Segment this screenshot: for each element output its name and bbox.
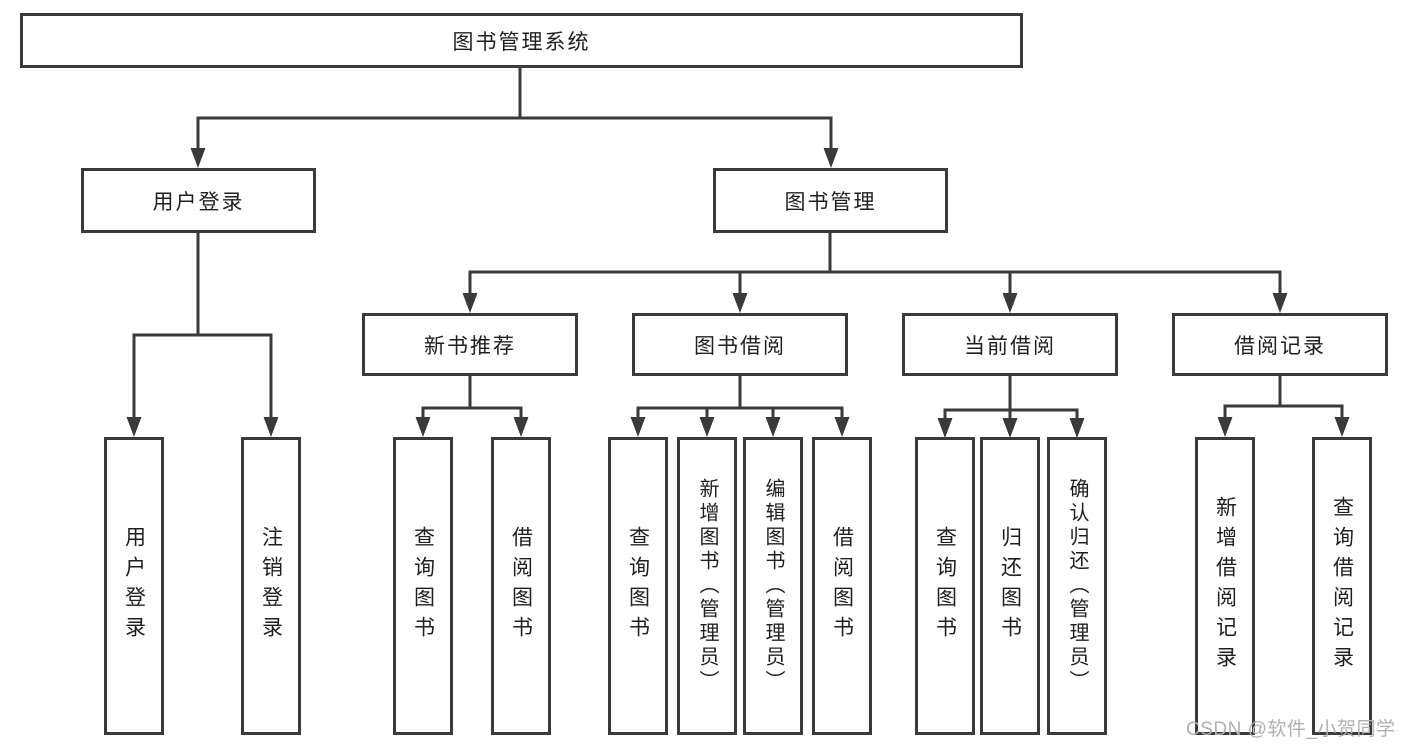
leaf-user-login: 用户登录 xyxy=(104,437,164,735)
leaf-current-confirm-admin: 确认归还（管理员） xyxy=(1047,437,1107,735)
leaf-newbooks-query-label: 查询图书 xyxy=(411,526,435,646)
connector-userlogin-to-leaves xyxy=(126,231,279,437)
connector-bookmgmt-to-level3 xyxy=(462,231,1288,313)
node-borrowing-records-label: 借阅记录 xyxy=(1234,334,1326,358)
leaf-newbooks-borrow-label: 借阅图书 xyxy=(509,526,533,646)
leaf-user-login-label: 用户登录 xyxy=(122,526,146,646)
leaf-logout: 注销登录 xyxy=(241,437,301,735)
leaf-current-confirm-admin-label: 确认归还（管理员） xyxy=(1066,478,1088,694)
leaf-current-query: 查询图书 xyxy=(915,437,975,735)
node-new-book-recommend: 新书推荐 xyxy=(362,313,578,376)
leaf-borrowing-borrow: 借阅图书 xyxy=(812,437,872,735)
node-user-login: 用户登录 xyxy=(81,168,316,233)
node-root-system: 图书管理系统 xyxy=(20,13,1023,68)
connector-root-to-level2 xyxy=(190,66,839,168)
node-user-login-label: 用户登录 xyxy=(152,190,245,214)
leaf-records-add: 新增借阅记录 xyxy=(1195,437,1255,735)
leaf-borrowing-query-label: 查询图书 xyxy=(626,526,650,646)
leaf-current-query-label: 查询图书 xyxy=(933,526,957,646)
leaf-records-add-label: 新增借阅记录 xyxy=(1213,496,1237,676)
node-current-borrowing-label: 当前借阅 xyxy=(964,334,1056,358)
leaf-newbooks-borrow: 借阅图书 xyxy=(491,437,551,735)
leaf-current-return: 归还图书 xyxy=(980,437,1040,735)
connector-newbooks-to-leaves xyxy=(415,374,529,437)
connector-borrowing-to-leaves xyxy=(630,374,850,437)
leaf-borrowing-borrow-label: 借阅图书 xyxy=(830,526,854,646)
leaf-newbooks-query: 查询图书 xyxy=(393,437,453,735)
node-book-management: 图书管理 xyxy=(713,168,948,233)
leaf-borrowing-add-admin-label: 新增图书（管理员） xyxy=(696,478,718,694)
leaf-borrowing-edit-admin-label: 编辑图书（管理员） xyxy=(762,478,784,694)
node-book-borrowing-label: 图书借阅 xyxy=(694,334,786,358)
node-current-borrowing: 当前借阅 xyxy=(902,313,1118,376)
node-root-system-label: 图书管理系统 xyxy=(452,30,591,54)
node-book-borrowing: 图书借阅 xyxy=(632,313,848,376)
csdn-watermark: CSDN @软件_小贺同学 xyxy=(1186,719,1396,740)
node-book-management-label: 图书管理 xyxy=(784,190,877,214)
connector-records-to-leaves xyxy=(1217,374,1350,437)
leaf-borrowing-add-admin: 新增图书（管理员） xyxy=(677,437,737,735)
leaf-records-query-label: 查询借阅记录 xyxy=(1330,496,1354,676)
connector-current-to-leaves xyxy=(937,374,1085,438)
leaf-records-query: 查询借阅记录 xyxy=(1312,437,1372,735)
leaf-borrowing-query: 查询图书 xyxy=(608,437,668,735)
node-borrowing-records: 借阅记录 xyxy=(1172,313,1388,376)
leaf-borrowing-edit-admin: 编辑图书（管理员） xyxy=(743,437,803,735)
leaf-logout-label: 注销登录 xyxy=(259,526,283,646)
leaf-current-return-label: 归还图书 xyxy=(998,526,1022,646)
node-new-book-recommend-label: 新书推荐 xyxy=(424,334,516,358)
